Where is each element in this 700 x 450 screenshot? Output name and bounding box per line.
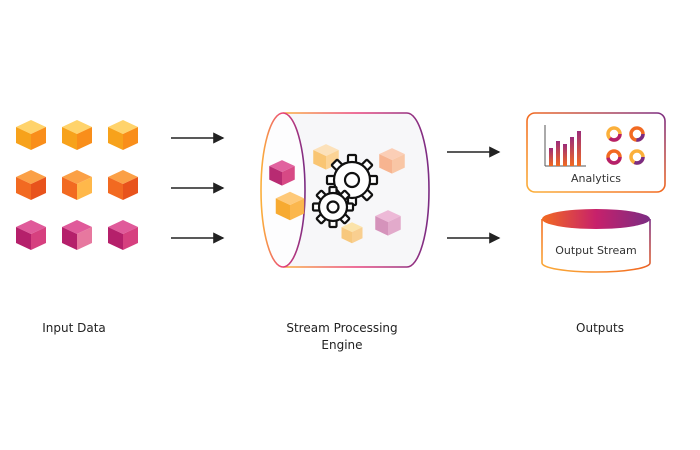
cube-icon <box>313 144 339 170</box>
database-cylinder-icon <box>541 209 651 273</box>
gear-icon <box>311 185 355 229</box>
donut-icon <box>629 126 645 142</box>
cube-icon <box>16 170 46 200</box>
stream-processing-engine-caption: Stream Processing Engine <box>286 321 398 352</box>
donut-icon <box>606 149 622 165</box>
stream-processing-engine <box>260 112 430 268</box>
input-data-caption: Input Data <box>42 321 106 335</box>
cube-icon <box>16 220 46 250</box>
cube-icon <box>62 170 92 200</box>
cube-icon <box>108 170 138 200</box>
input-data-cubes <box>16 120 138 250</box>
cube-icon <box>16 120 46 150</box>
cube-icon <box>62 120 92 150</box>
cube-icon <box>341 222 363 244</box>
cube-icon <box>379 148 405 174</box>
donut-icon <box>606 126 622 142</box>
analytics-label: Analytics <box>571 172 621 185</box>
cube-icon <box>375 210 401 236</box>
cube-icon <box>62 220 92 250</box>
output-stream-label: Output Stream <box>555 244 637 257</box>
gear-icon <box>325 153 379 207</box>
cube-icon <box>108 220 138 250</box>
donut-icon <box>629 149 645 165</box>
cube-icon <box>275 191 305 221</box>
cube-icon <box>269 160 295 186</box>
bar-chart-icon <box>544 125 586 167</box>
outputs-caption: Outputs <box>576 321 624 335</box>
cube-icon <box>108 120 138 150</box>
analytics-box <box>526 112 666 193</box>
